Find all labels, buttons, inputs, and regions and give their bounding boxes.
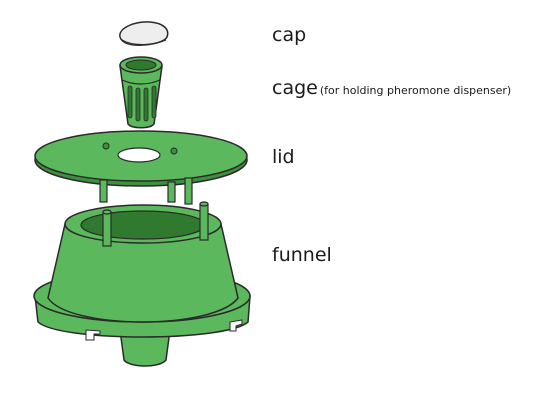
funnel-opening [80, 210, 206, 240]
cage-label: cage [272, 77, 318, 99]
cap-label: cap [272, 24, 307, 46]
cage-part [119, 56, 163, 129]
lid-center-hole [117, 147, 161, 163]
cage-label-group: cage(for holding pheromone dispenser) [272, 77, 511, 99]
cap-part [119, 21, 169, 46]
cage-band [121, 79, 161, 85]
lid-peg-left [102, 142, 110, 150]
funnel-base-notches [85, 319, 243, 341]
funnel-part [33, 201, 251, 367]
lid-peg-right [170, 147, 178, 155]
cage-label-note: (for holding pheromone dispenser) [319, 84, 512, 97]
cap-shape [119, 21, 169, 46]
funnel-label: funnel [272, 244, 332, 266]
lid-part [34, 130, 248, 205]
cage-slots [127, 85, 157, 122]
funnel-spout [119, 329, 171, 367]
lid-label: lid [272, 146, 295, 168]
cap-edge [120, 38, 167, 45]
cage-top-opening [125, 59, 157, 71]
funnel-cone [47, 223, 239, 323]
funnel-posts [102, 201, 209, 247]
lid-legs [99, 177, 193, 205]
